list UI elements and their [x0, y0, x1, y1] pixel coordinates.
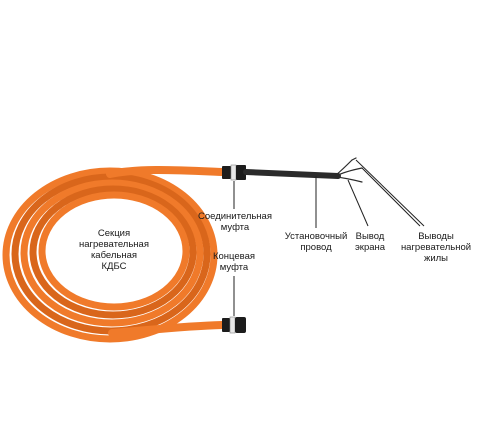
- cable-tail-to-end-sleeve: [108, 321, 226, 337]
- leader-screen-lead: [347, 179, 369, 227]
- coil-loop-inner: [38, 191, 190, 311]
- joint-sleeve: [222, 164, 246, 181]
- label-screen-lead: Вывод экрана: [354, 231, 386, 253]
- label-heating-leads: Выводы нагревательной жилы: [400, 231, 472, 264]
- installation-wire: [243, 169, 341, 179]
- coil-loop-3: [20, 179, 204, 327]
- leader-heating-leads-2: [355, 159, 425, 227]
- cable-tail-to-joint-sleeve: [106, 166, 226, 178]
- label-installation-wire: Установочный провод: [284, 231, 348, 253]
- leader-heating-leads: [361, 167, 421, 227]
- wire-fork-leads: [335, 157, 363, 183]
- leader-lines: [233, 159, 425, 316]
- end-sleeve: [222, 316, 246, 334]
- label-end-sleeve: Концевая муфта: [212, 251, 256, 273]
- label-joint-sleeve: Соединительная муфта: [197, 211, 272, 233]
- coil-loop-4: [29, 185, 197, 319]
- label-cable-section: Секция нагревательная кабельная КДБС: [79, 228, 149, 272]
